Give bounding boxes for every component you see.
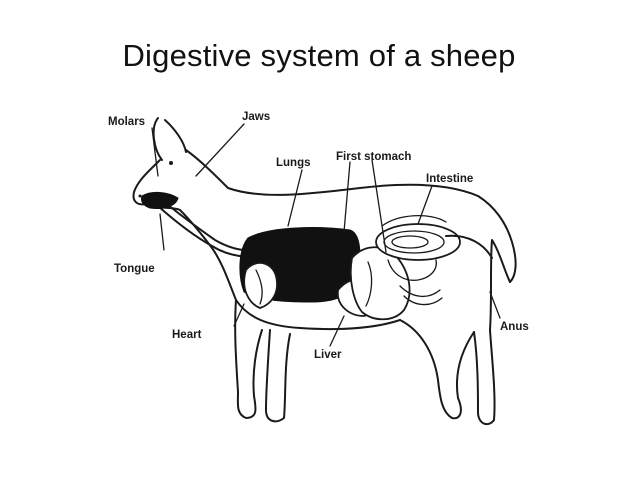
label-molars: Molars <box>108 116 145 128</box>
label-first-stomach: First stomach <box>336 151 411 163</box>
label-lungs: Lungs <box>276 157 311 169</box>
label-heart: Heart <box>172 329 202 341</box>
label-liver: Liver <box>314 349 342 361</box>
slide-title: Digestive system of a sheep <box>122 38 516 73</box>
mouth-region <box>141 191 179 209</box>
sheep-outline <box>132 117 517 426</box>
label-jaws: Jaws <box>242 111 270 123</box>
intestine-organ <box>375 214 493 306</box>
pointer-lines <box>151 123 501 347</box>
label-anus: Anus <box>500 321 529 333</box>
heart-organ <box>243 262 278 309</box>
label-intestine: Intestine <box>426 173 473 185</box>
label-tongue: Tongue <box>114 263 155 275</box>
